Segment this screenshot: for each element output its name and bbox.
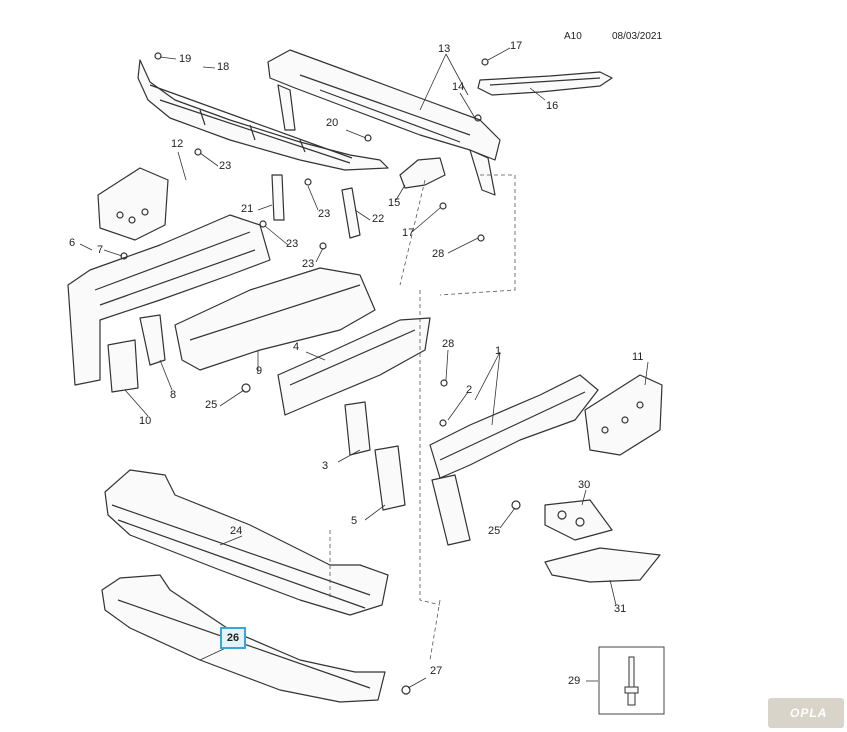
part-22-bracket[interactable] (341, 187, 361, 239)
part-10-bracket[interactable] (107, 339, 139, 393)
callout-17-mid[interactable]: 17 (402, 227, 415, 239)
callout-26-highlighted[interactable]: 26 (220, 627, 246, 649)
callout-19[interactable]: 19 (179, 53, 192, 65)
callout-28-mid[interactable]: 28 (442, 338, 455, 350)
callout-25-left[interactable]: 25 (205, 399, 218, 411)
callout-15[interactable]: 15 (388, 197, 401, 209)
part-30-bracket[interactable] (544, 499, 613, 541)
dashed-reference-lines (329, 174, 516, 661)
part-5-bracket[interactable] (374, 445, 406, 511)
callout-12[interactable]: 12 (171, 138, 184, 150)
part-24-bumper-beam[interactable] (104, 469, 389, 616)
part-9-rail[interactable] (174, 267, 376, 371)
rivet-inset-frame (598, 646, 665, 715)
callout-3[interactable]: 3 (322, 460, 329, 472)
callout-27[interactable]: 27 (430, 665, 443, 677)
callout-4[interactable]: 4 (293, 341, 300, 353)
part-8-bracket[interactable] (139, 314, 166, 366)
callout-29[interactable]: 29 (568, 675, 581, 687)
callout-23-d[interactable]: 23 (302, 258, 315, 270)
callout-30[interactable]: 30 (578, 479, 591, 491)
part-31-bracket[interactable] (544, 547, 661, 583)
callout-20[interactable]: 20 (326, 117, 339, 129)
part-16-brace[interactable] (477, 71, 613, 96)
part-13-radiator-support-upper[interactable] (267, 49, 501, 196)
callout-23-b[interactable]: 23 (318, 208, 331, 220)
callout-23-a[interactable]: 23 (219, 160, 232, 172)
watermark-logo: OPLA (768, 698, 844, 728)
part-6-left-rail[interactable] (67, 214, 271, 386)
part-21-bracket[interactable] (271, 174, 285, 221)
diagram-date: 08/03/2021 (612, 31, 663, 42)
part-12-panel[interactable] (97, 167, 169, 241)
callout-11[interactable]: 11 (632, 351, 644, 363)
callout-18[interactable]: 18 (217, 61, 230, 73)
callout-23-c[interactable]: 23 (286, 238, 299, 250)
diagram-code: A10 (564, 31, 582, 42)
callout-8[interactable]: 8 (170, 389, 177, 401)
callout-5[interactable]: 5 (351, 515, 358, 527)
part-11-panel[interactable] (584, 374, 663, 456)
callout-17-top[interactable]: 17 (510, 40, 523, 52)
callout-7[interactable]: 7 (97, 244, 104, 256)
callout-24[interactable]: 24 (230, 525, 243, 537)
part-3-bracket[interactable] (344, 401, 371, 456)
callout-13[interactable]: 13 (438, 43, 451, 55)
callout-6[interactable]: 6 (69, 237, 76, 249)
watermark-text: OPLA (790, 706, 828, 720)
callout-28-top[interactable]: 28 (432, 248, 445, 260)
part-18-upper-support[interactable] (137, 59, 389, 171)
callout-22[interactable]: 22 (372, 213, 385, 225)
callout-21[interactable]: 21 (241, 203, 254, 215)
leader-lines (79, 47, 649, 689)
callout-31[interactable]: 31 (614, 603, 627, 615)
callout-2[interactable]: 2 (466, 384, 473, 396)
part-15-bracket[interactable] (399, 157, 446, 189)
part-4-rail[interactable] (277, 317, 431, 416)
callout-1[interactable]: 1 (495, 345, 502, 357)
fasteners (120, 52, 521, 695)
callout-9[interactable]: 9 (256, 365, 263, 377)
callout-10[interactable]: 10 (139, 415, 152, 427)
callout-25-right[interactable]: 25 (488, 525, 501, 537)
callout-14[interactable]: 14 (452, 81, 465, 93)
part-1-right-rail[interactable] (429, 374, 599, 546)
rivet-detail (624, 656, 639, 706)
callout-16[interactable]: 16 (546, 100, 559, 112)
